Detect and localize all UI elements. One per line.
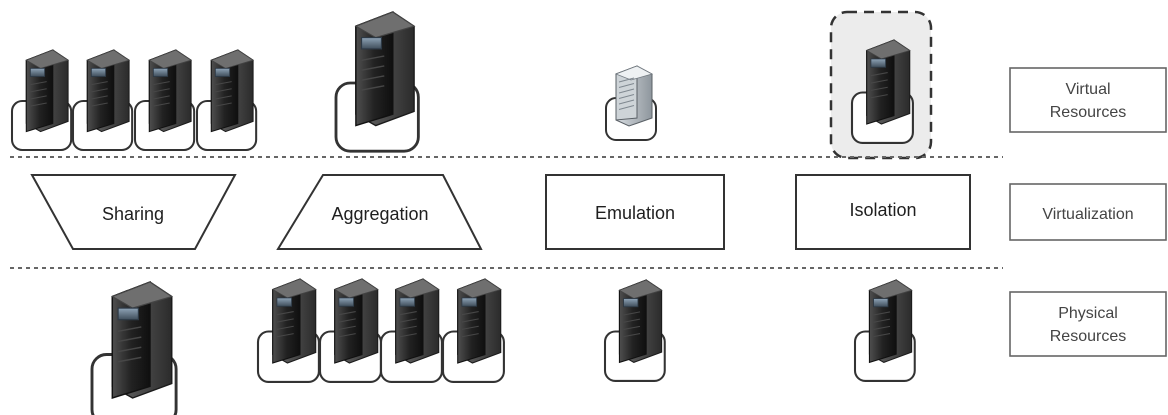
server-icon xyxy=(90,280,178,415)
server-icon xyxy=(850,39,914,144)
layer-virtualization: Virtualization xyxy=(1009,183,1167,241)
server-icon xyxy=(334,10,420,153)
sharing-shape: Sharing xyxy=(30,174,237,250)
server-icon xyxy=(603,279,666,382)
server-icon xyxy=(256,278,320,383)
layer-label-line: Physical xyxy=(1058,305,1118,322)
operation-label: Isolation xyxy=(849,200,916,220)
layer-label-line: Resources xyxy=(1050,328,1126,345)
server-icons-layer xyxy=(10,10,916,415)
isolation-shape: Isolation xyxy=(795,174,971,250)
operation-label: Emulation xyxy=(595,203,675,223)
layer-virtual-resources: Virtual Resources xyxy=(1009,67,1167,133)
layer-label-line: Virtual xyxy=(1065,81,1110,98)
emulation-shape: Emulation xyxy=(545,174,725,250)
server-icon xyxy=(10,49,73,151)
operation-label: Sharing xyxy=(102,204,164,224)
aggregation-shape: Aggregation xyxy=(276,174,483,250)
server-icon xyxy=(133,49,196,151)
layer-label-line: Virtualization xyxy=(1042,206,1133,223)
rack-server-icon xyxy=(605,65,657,141)
layer-label-line: Resources xyxy=(1050,104,1126,121)
server-icon xyxy=(853,279,916,382)
server-icon xyxy=(318,278,382,383)
server-icon xyxy=(71,49,134,151)
server-icon xyxy=(441,278,505,383)
server-icon xyxy=(379,278,443,383)
operation-label: Aggregation xyxy=(331,204,428,224)
layer-physical-resources: Physical Resources xyxy=(1009,291,1167,357)
server-icon xyxy=(195,49,258,151)
